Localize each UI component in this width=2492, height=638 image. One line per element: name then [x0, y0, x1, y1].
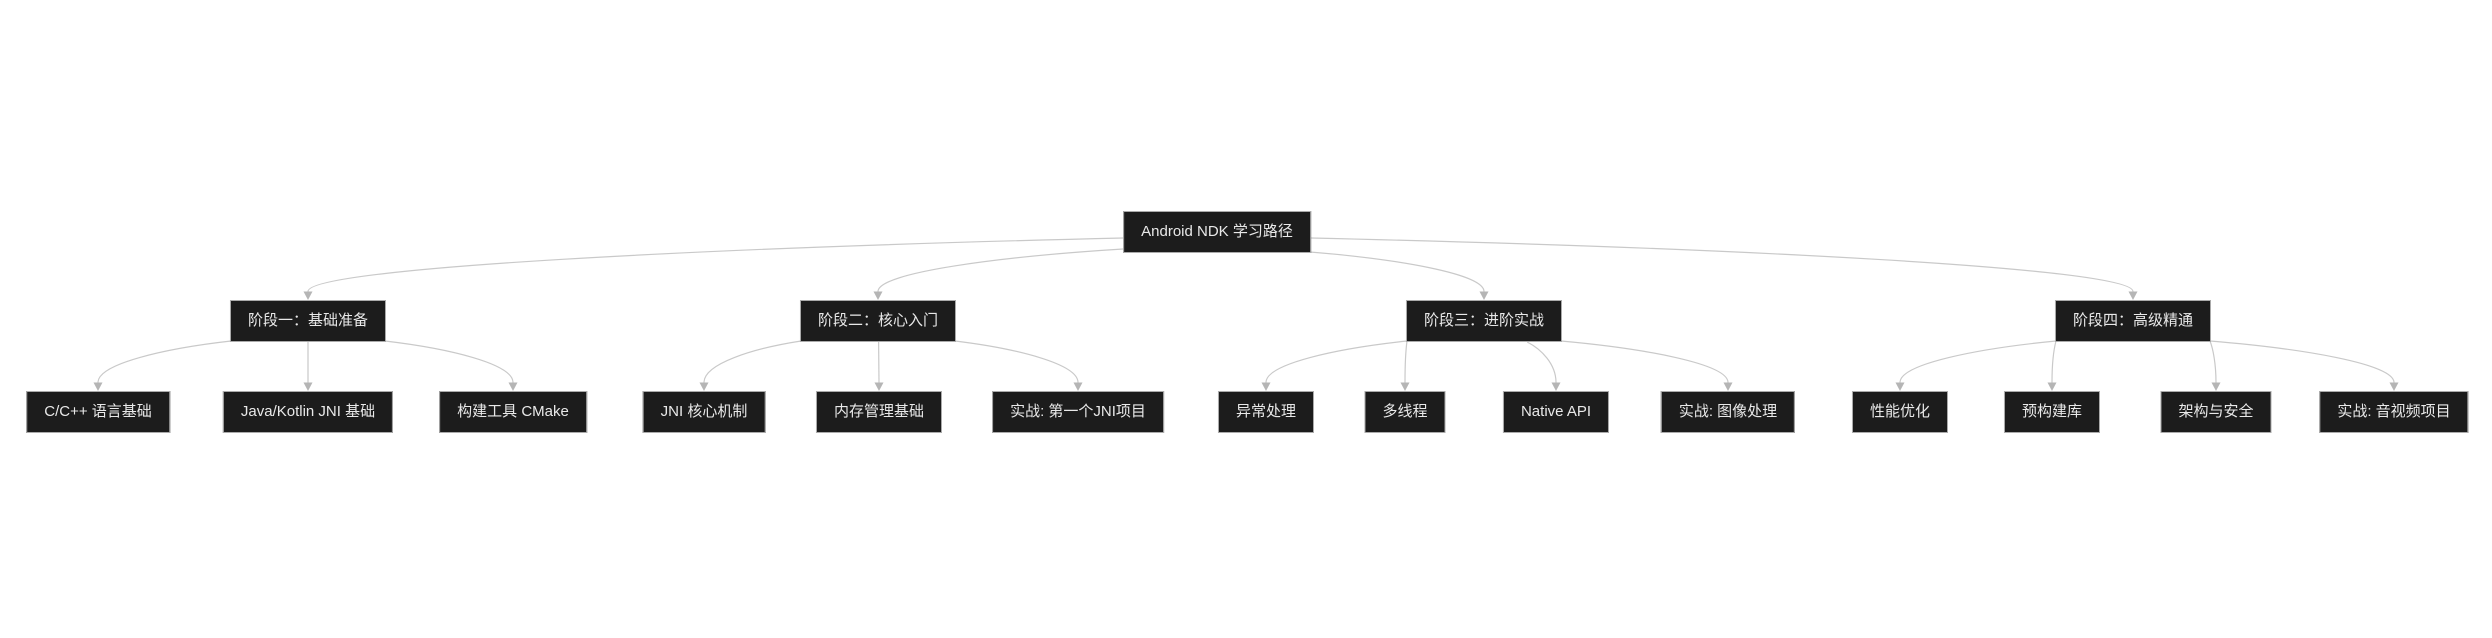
node-s3c3: Native API [1502, 391, 1610, 433]
edge-root-s3 [1309, 251, 1485, 292]
node-s2c3: 实战: 第一个JNI项目 [992, 391, 1164, 433]
arrowhead-icon [2047, 382, 2057, 391]
node-s3c1: 异常处理 [1217, 391, 1315, 433]
edge-s1-s1c1 [97, 340, 232, 383]
arrowhead-icon [2211, 382, 2221, 391]
node-root: Android NDK 学习路径 [1123, 211, 1311, 253]
node-s4c2: 预构建库 [2003, 391, 2101, 433]
edge-root-s4 [1310, 237, 2134, 292]
arrowhead-icon [303, 291, 313, 300]
node-s2c1: JNI 核心机制 [642, 391, 766, 433]
edge-s3-s3c1 [1265, 340, 1408, 383]
arrowhead-icon [508, 382, 518, 391]
node-s1c3: 构建工具 CMake [439, 391, 587, 433]
edge-s4-s4c3 [2209, 340, 2217, 383]
edge-s3-s3c4 [1560, 340, 1729, 383]
node-s2: 阶段二：核心入门 [799, 300, 957, 342]
arrowhead-icon [699, 382, 709, 391]
edge-s3-s3c3 [1526, 341, 1557, 383]
edge-s4-s4c1 [1899, 340, 2057, 383]
node-s3c2: 多线程 [1364, 391, 1446, 433]
node-s1c2: Java/Kotlin JNI 基础 [222, 391, 394, 433]
arrowhead-icon [2389, 382, 2399, 391]
arrowhead-icon [1895, 382, 1905, 391]
arrowhead-icon [874, 382, 884, 391]
edge-s3-s3c2 [1404, 340, 1408, 383]
node-s4c3: 架构与安全 [2160, 391, 2272, 433]
arrowhead-icon [303, 382, 313, 391]
arrowhead-icon [1551, 382, 1561, 391]
arrowhead-icon [873, 291, 883, 300]
arrowhead-icon [1261, 382, 1271, 391]
node-s3c4: 实战: 图像处理 [1660, 391, 1796, 433]
arrowhead-icon [1723, 382, 1733, 391]
edge-s2-s2c3 [954, 340, 1079, 383]
node-s4c4: 实战: 音视频项目 [2319, 391, 2469, 433]
edge-root-s2 [877, 248, 1124, 292]
node-s2c2: 内存管理基础 [815, 391, 943, 433]
arrowhead-icon [1479, 291, 1489, 300]
node-s3: 阶段三：进阶实战 [1405, 300, 1563, 342]
edge-s4-s4c4 [2209, 340, 2395, 383]
node-s4: 阶段四：高级精通 [2054, 300, 2212, 342]
edge-s1-s1c3 [384, 340, 514, 383]
arrowhead-icon [1073, 382, 1083, 391]
arrowhead-icon [2128, 291, 2138, 300]
arrowhead-icon [1400, 382, 1410, 391]
node-s4c1: 性能优化 [1851, 391, 1949, 433]
node-s1c1: C/C++ 语言基础 [26, 391, 170, 433]
node-s1: 阶段一：基础准备 [229, 300, 387, 342]
edge-s2-s2c1 [703, 340, 802, 383]
edge-s4-s4c2 [2051, 340, 2057, 383]
edge-root-s1 [307, 237, 1124, 292]
arrowhead-icon [93, 382, 103, 391]
